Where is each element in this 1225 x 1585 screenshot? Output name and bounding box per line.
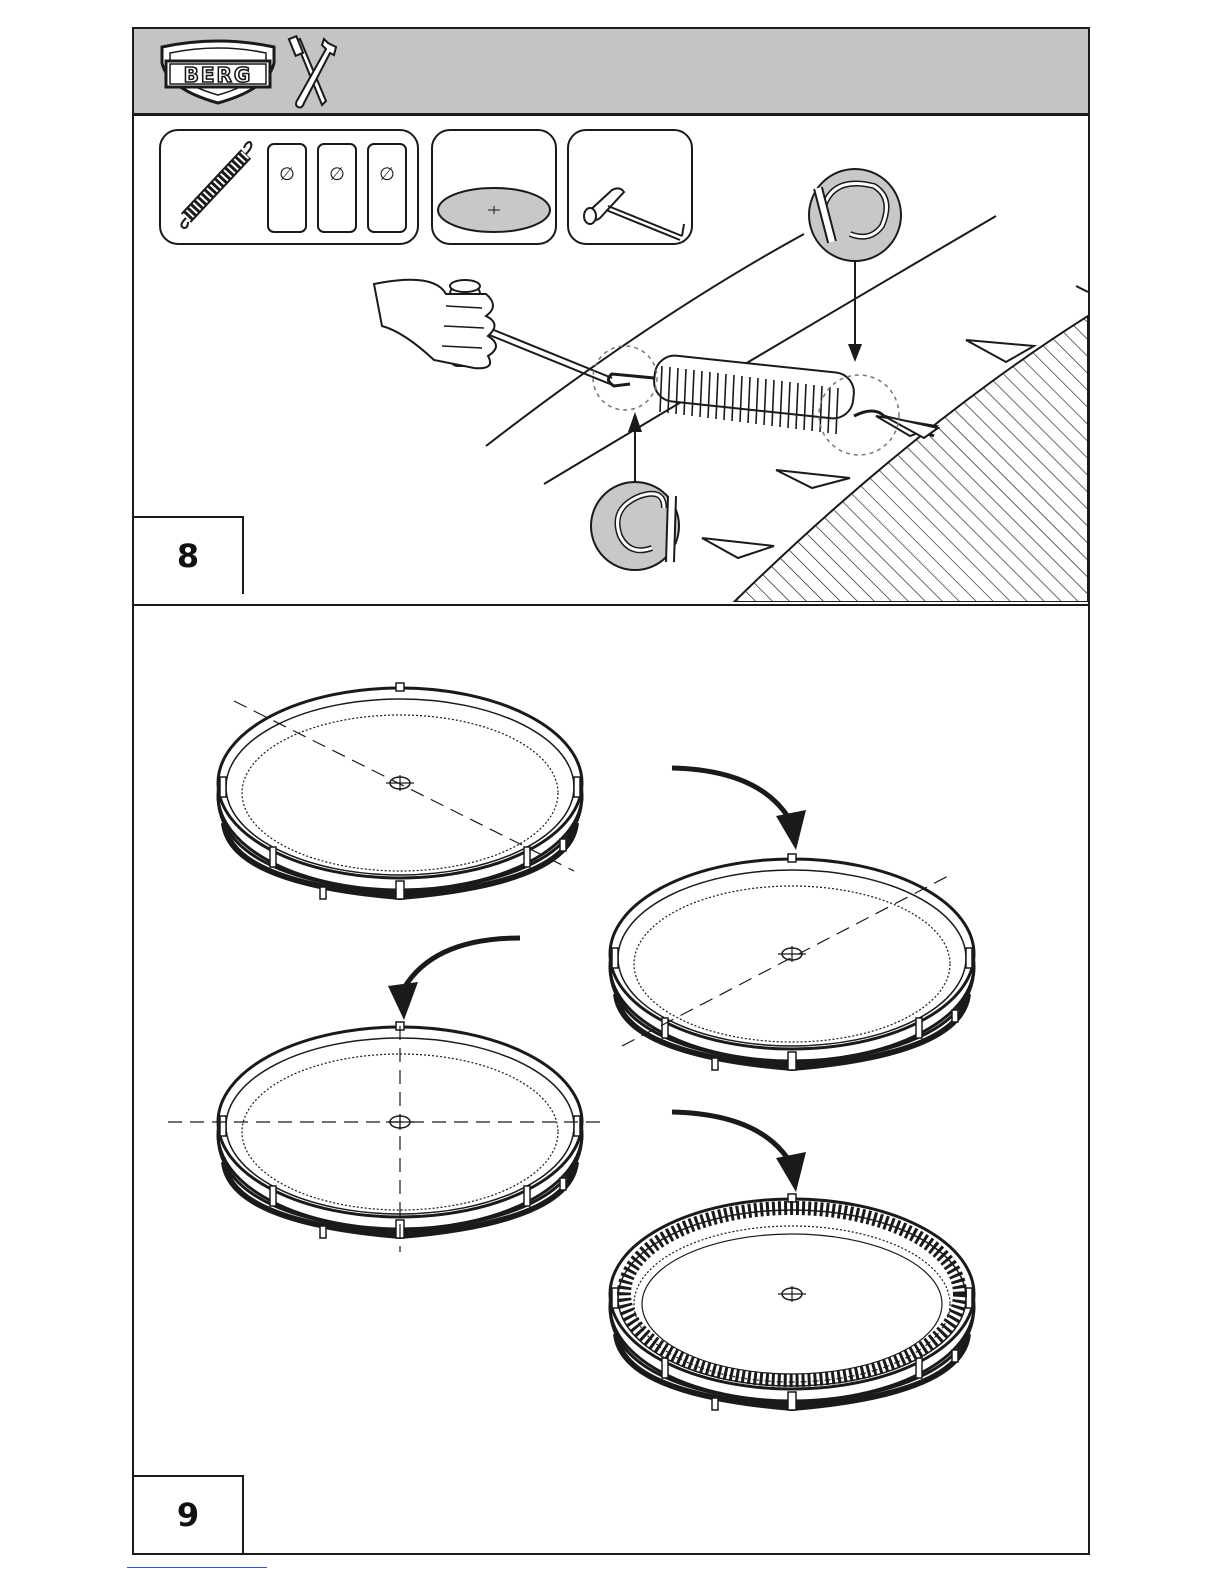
step-number-8: 8 bbox=[134, 516, 244, 594]
spring-being-attached bbox=[608, 354, 938, 438]
step-number-9: 9 bbox=[134, 1475, 244, 1553]
trampoline-stage-4-complete bbox=[610, 1194, 974, 1410]
parts-box-mat bbox=[432, 130, 556, 244]
quantity-slot-1: ∅ bbox=[268, 144, 306, 232]
step-8-illustration: ∅ ∅ ∅ bbox=[134, 116, 1088, 602]
step-9-illustration bbox=[134, 606, 1088, 1555]
quantity-slot-2: ∅ bbox=[318, 144, 356, 232]
footer-link-line[interactable] bbox=[127, 1567, 267, 1568]
jumping-mat-hatched bbox=[734, 316, 1088, 602]
parts-box-tool bbox=[568, 130, 692, 244]
berg-shield-logo-icon: BERG bbox=[156, 39, 280, 109]
quantity-mark: ∅ bbox=[279, 164, 295, 185]
manual-page: BERG ∅ bbox=[132, 27, 1090, 1555]
screwdriver-wrench-icon bbox=[286, 35, 338, 113]
hand-holding-tool bbox=[374, 280, 612, 384]
quantity-mark: ∅ bbox=[379, 164, 395, 185]
parts-box-springs: ∅ ∅ ∅ bbox=[160, 130, 418, 244]
detail-zoom-hook-tool bbox=[591, 412, 679, 570]
quantity-slot-3: ∅ bbox=[368, 144, 406, 232]
trampoline-stage-2 bbox=[610, 854, 974, 1070]
arrow-left-down-icon bbox=[388, 982, 418, 1020]
detail-zoom-hook-ring bbox=[809, 169, 901, 362]
arrow-right-down-icon bbox=[776, 1152, 806, 1192]
arrow-right-down-icon bbox=[776, 810, 806, 850]
header-bar: BERG bbox=[134, 29, 1088, 116]
step-9-panel: 9 bbox=[134, 604, 1088, 1555]
trampoline-stage-1 bbox=[218, 683, 582, 899]
step-8-panel: ∅ ∅ ∅ bbox=[134, 116, 1088, 602]
brand-name: BERG bbox=[184, 63, 253, 87]
trampoline-stage-3 bbox=[168, 1022, 600, 1252]
quantity-mark: ∅ bbox=[329, 164, 345, 185]
